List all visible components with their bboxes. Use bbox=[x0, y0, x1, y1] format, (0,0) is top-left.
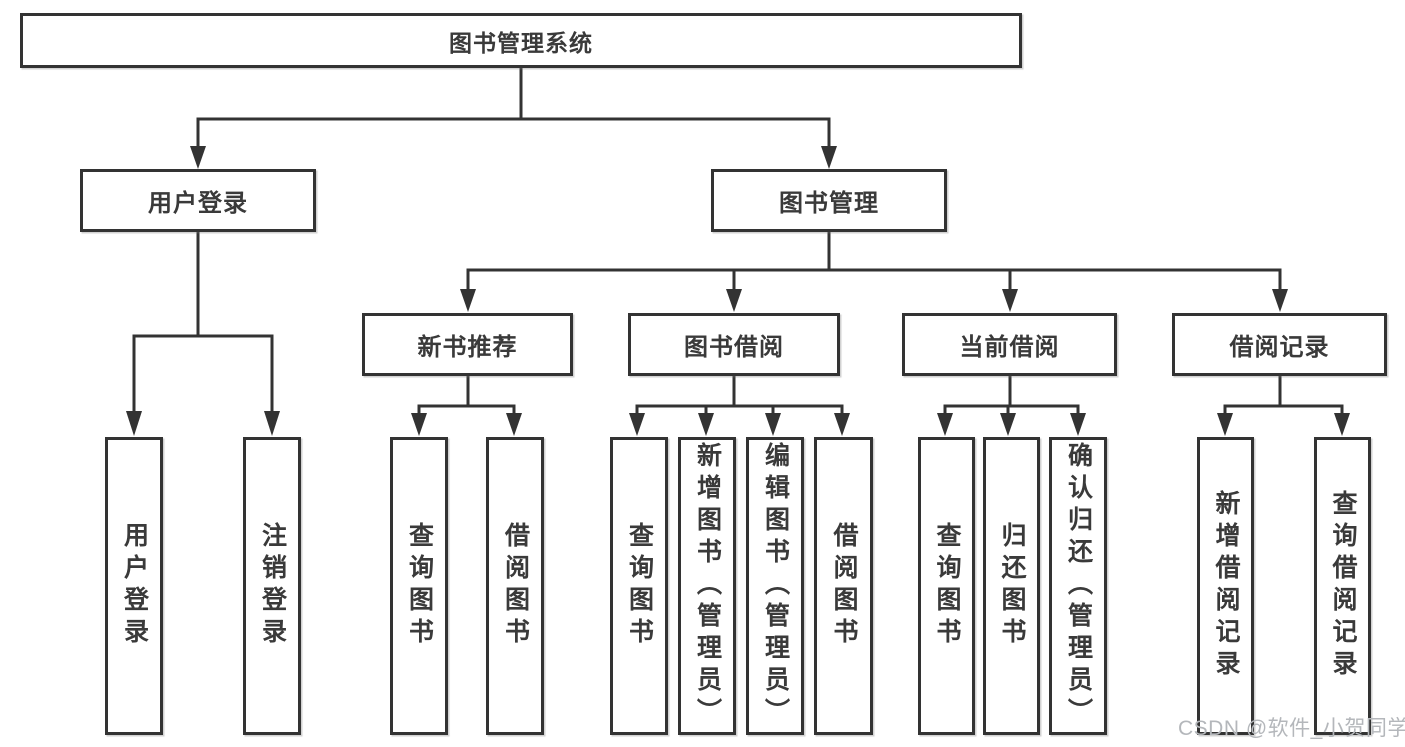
leaf-return-books-label: 归还图书 bbox=[998, 522, 1026, 650]
leaf-query-borrow-record-label: 查询借阅记录 bbox=[1329, 490, 1357, 682]
connector-new-books-to-leaves bbox=[411, 374, 522, 436]
leaf-return-books: 归还图书 bbox=[983, 437, 1040, 735]
node-library-management-system: 图书管理系统 bbox=[20, 13, 1022, 68]
node-current-borrow: 当前借阅 bbox=[902, 313, 1117, 376]
leaf-add-borrow-record: 新增借阅记录 bbox=[1197, 437, 1254, 735]
leaf-query-borrow-record: 查询借阅记录 bbox=[1314, 437, 1371, 735]
leaf-user-login-label: 用户登录 bbox=[120, 522, 149, 650]
node-book-management-label: 图书管理 bbox=[779, 190, 879, 217]
connector-root-to-level2 bbox=[190, 66, 837, 169]
leaf-user-login: 用户登录 bbox=[105, 437, 163, 735]
leaf-query-books-3-label: 查询图书 bbox=[933, 522, 961, 650]
node-borrow-records: 借阅记录 bbox=[1172, 313, 1387, 376]
node-book-management: 图书管理 bbox=[711, 169, 947, 232]
leaf-borrow-books-1-label: 借阅图书 bbox=[501, 522, 530, 650]
csdn-watermark: CSDN @软件_小贺同学 bbox=[1178, 717, 1405, 740]
leaf-logout-label: 注销登录 bbox=[258, 522, 287, 650]
leaf-query-books-2-label: 查询图书 bbox=[625, 522, 654, 650]
node-new-book-recommend: 新书推荐 bbox=[362, 313, 573, 376]
node-book-borrow-label: 图书借阅 bbox=[684, 334, 784, 361]
node-book-borrow: 图书借阅 bbox=[628, 313, 840, 376]
leaf-borrow-books-2: 借阅图书 bbox=[814, 437, 873, 735]
connector-book-mgmt-to-level3 bbox=[460, 230, 1288, 312]
leaf-borrow-books-2-label: 借阅图书 bbox=[830, 522, 858, 650]
leaf-confirm-return-admin-label: 确认归还（管理员） bbox=[1064, 442, 1093, 730]
leaf-logout: 注销登录 bbox=[243, 437, 301, 735]
node-user-login: 用户登录 bbox=[80, 169, 316, 232]
leaf-query-books-1: 查询图书 bbox=[390, 437, 448, 735]
connector-current-borrow-to-leaves bbox=[937, 374, 1086, 436]
leaf-confirm-return-admin: 确认归还（管理员） bbox=[1049, 437, 1107, 735]
leaf-add-borrow-record-label: 新增借阅记录 bbox=[1212, 490, 1240, 682]
leaf-add-books-admin: 新增图书（管理员） bbox=[678, 437, 736, 735]
node-library-management-system-label: 图书管理系统 bbox=[449, 29, 593, 56]
connector-book-borrow-to-leaves bbox=[629, 374, 850, 436]
node-current-borrow-label: 当前借阅 bbox=[959, 334, 1060, 361]
leaf-query-books-2: 查询图书 bbox=[610, 437, 668, 735]
node-borrow-records-label: 借阅记录 bbox=[1229, 334, 1330, 361]
leaf-query-books-1-label: 查询图书 bbox=[405, 522, 434, 650]
leaf-borrow-books-1: 借阅图书 bbox=[486, 437, 544, 735]
connector-user-login-to-leaves bbox=[126, 230, 280, 436]
leaf-edit-books-admin-label: 编辑图书（管理员） bbox=[761, 442, 790, 730]
leaf-query-books-3: 查询图书 bbox=[918, 437, 975, 735]
leaf-add-books-admin-label: 新增图书（管理员） bbox=[693, 442, 722, 730]
node-user-login-label: 用户登录 bbox=[148, 190, 248, 217]
leaf-edit-books-admin: 编辑图书（管理员） bbox=[746, 437, 804, 735]
connector-borrow-records-to-leaves bbox=[1217, 374, 1350, 436]
node-new-book-recommend-label: 新书推荐 bbox=[417, 334, 518, 361]
